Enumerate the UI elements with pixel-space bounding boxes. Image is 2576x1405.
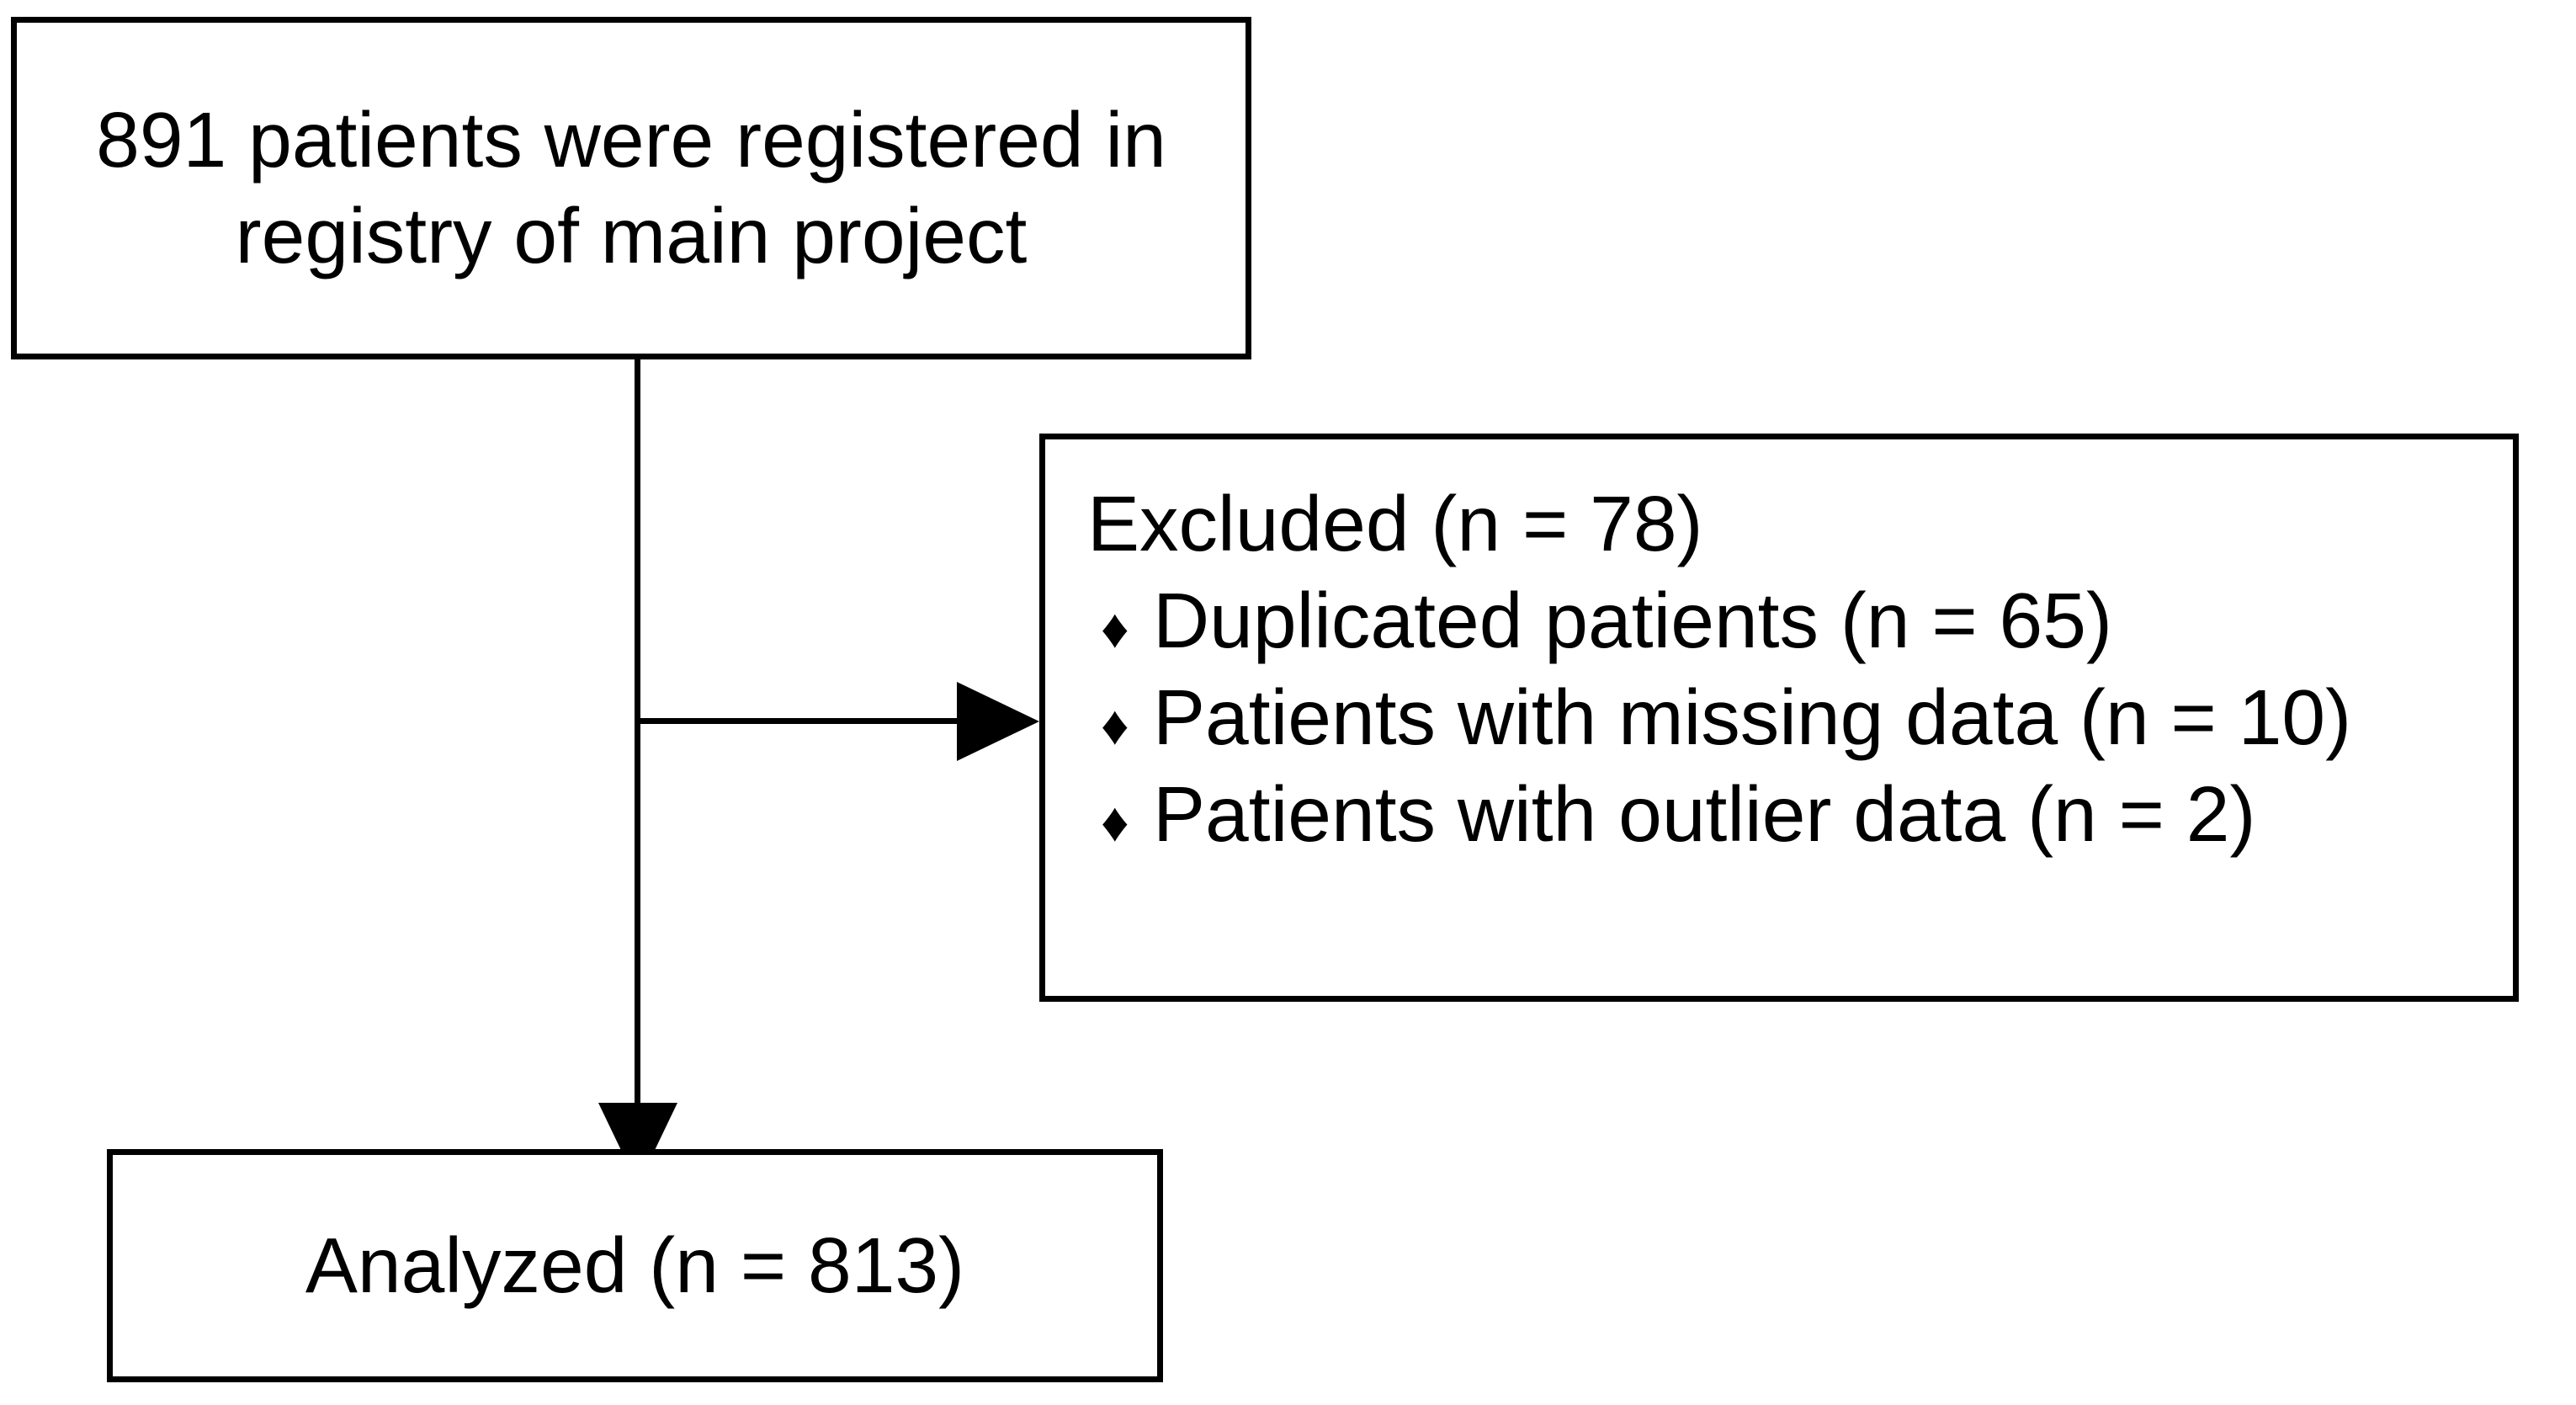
registered-line-2: registry of main project (235, 191, 1028, 279)
list-item-label: Duplicated patients (n = 65) (1153, 577, 2112, 664)
connector-horizontal-to-excluded (637, 718, 957, 724)
diamond-bullet-icon: ♦ (1101, 694, 1129, 756)
box-registered-patients: 891 patients were registered in registry… (11, 17, 1251, 359)
registered-line-1: 891 patients were registered in (96, 96, 1166, 184)
list-item-label: Patients with outlier data (n = 2) (1153, 770, 2256, 858)
analyzed-label: Analyzed (n = 813) (305, 1221, 965, 1309)
list-item: ♦ Duplicated patients (n = 65) (1087, 582, 2513, 660)
box-excluded: Excluded (n = 78) ♦ Duplicated patients … (1039, 434, 2519, 1002)
box-analyzed: Analyzed (n = 813) (107, 1149, 1163, 1382)
diamond-bullet-icon: ♦ (1101, 790, 1129, 853)
diamond-bullet-icon: ♦ (1101, 597, 1129, 659)
excluded-heading: Excluded (n = 78) (1087, 480, 1703, 567)
excluded-reason-list: ♦ Duplicated patients (n = 65) ♦ Patient… (1087, 582, 2513, 854)
list-item: ♦ Patients with missing data (n = 10) (1087, 679, 2513, 757)
connector-vertical-trunk (635, 359, 640, 1106)
list-item-label: Patients with missing data (n = 10) (1153, 673, 2352, 761)
arrowhead-right-icon (957, 682, 1039, 761)
list-item: ♦ Patients with outlier data (n = 2) (1087, 775, 2513, 854)
